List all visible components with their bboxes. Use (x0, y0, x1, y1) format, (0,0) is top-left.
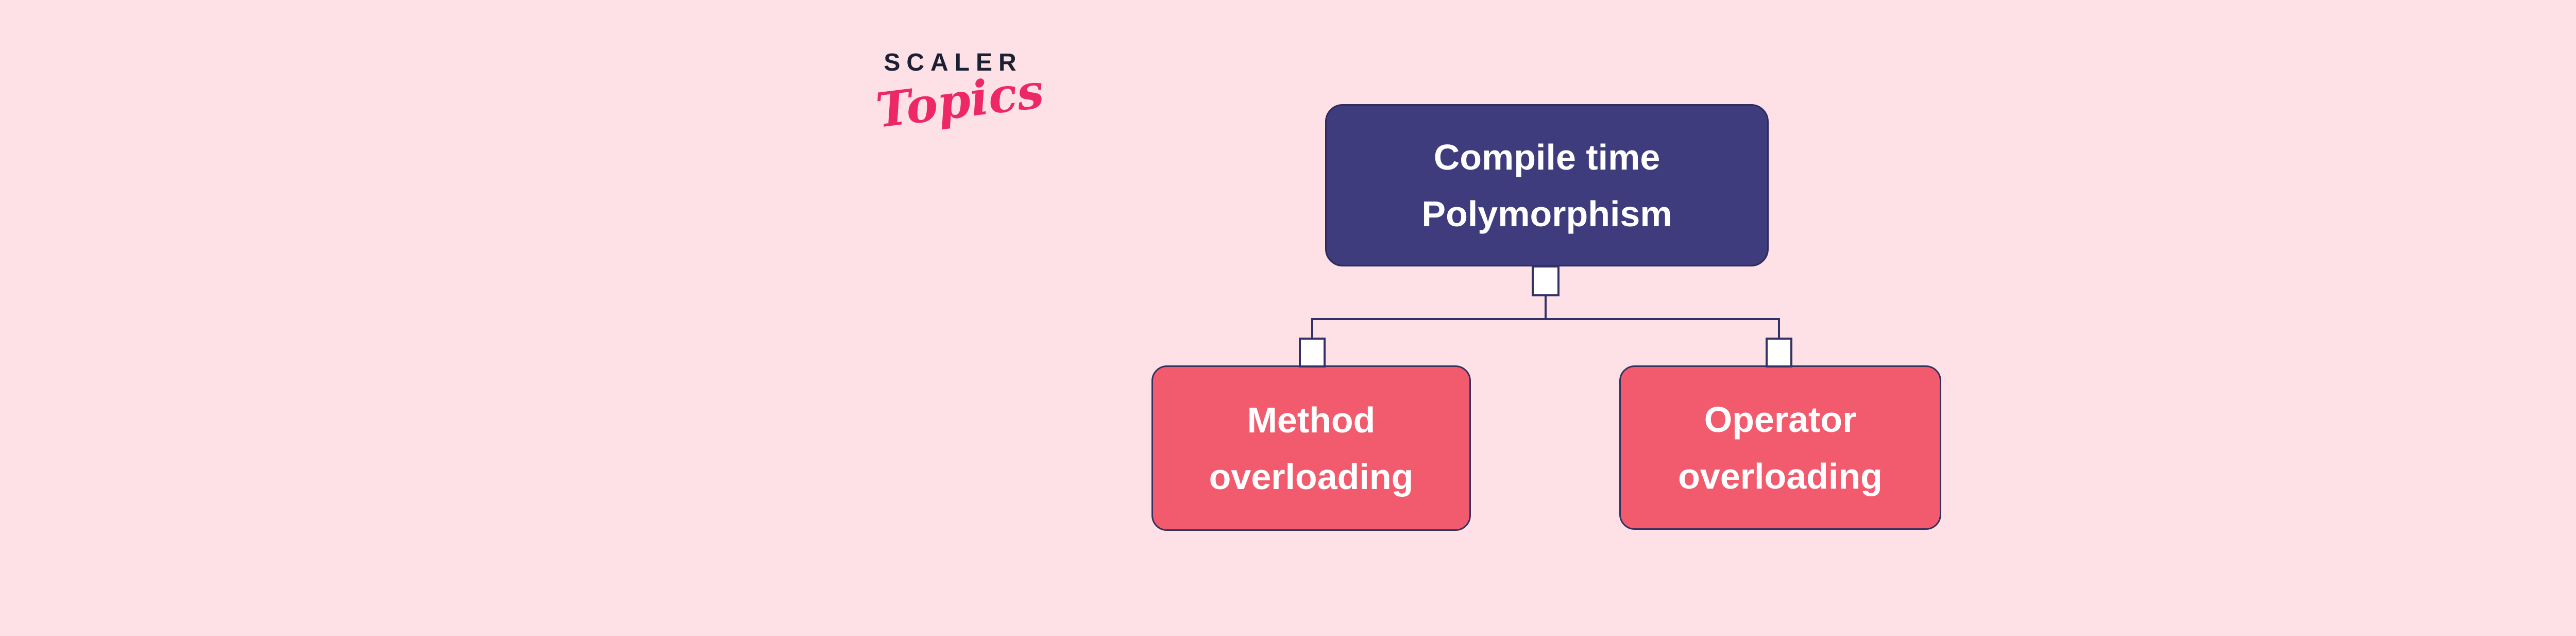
port-root-bottom (1532, 265, 1560, 296)
port-right-child-top (1766, 338, 1792, 367)
right-child-label-line1: Operator (1704, 399, 1857, 440)
right-child-label-line2: overloading (1678, 456, 1883, 496)
logo-brand-text: SCALER (884, 49, 1023, 76)
edge-left-child-vertical (1311, 318, 1313, 341)
root-node-label-line1: Compile time (1433, 137, 1660, 177)
edge-horizontal-branch (1311, 318, 1780, 320)
port-left-child-top (1299, 338, 1326, 367)
node-compile-time-polymorphism: Compile time Polymorphism (1325, 104, 1769, 266)
scaler-topics-logo: SCALER Topics (873, 49, 1047, 139)
root-node-label-line2: Polymorphism (1421, 193, 1672, 234)
node-method-overloading: Method overloading (1151, 365, 1471, 531)
node-operator-overloading: Operator overloading (1619, 365, 1941, 530)
left-child-label-line1: Method (1247, 399, 1376, 440)
edge-root-vertical (1545, 294, 1547, 320)
edge-right-child-vertical (1778, 318, 1780, 341)
left-child-label-line2: overloading (1209, 456, 1414, 497)
